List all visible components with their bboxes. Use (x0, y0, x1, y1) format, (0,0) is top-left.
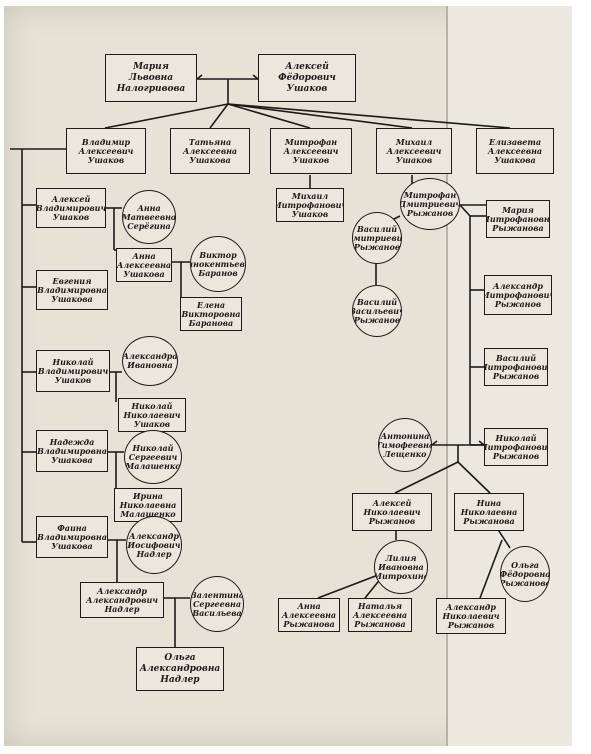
person-box: Татьяна Алексеевна Ушакова (170, 128, 250, 174)
person-circle: Лилия Ивановна Митрохина (374, 540, 428, 594)
paper-crease (446, 6, 448, 746)
person-circle: Митрофан Дмитриевич Рыжанов (400, 178, 460, 230)
person-box: Нина Николаевна Рыжанова (454, 493, 524, 531)
person-box: Митрофан Алексеевич Ушаков (270, 128, 352, 174)
person-box: Елизавета Алексеевна Ушакова (476, 128, 554, 174)
person-circle: Александр Иосифович Надлер (126, 516, 182, 574)
person-box: Алексей Фёдорович Ушаков (258, 54, 356, 102)
person-circle: Ольга Фёдоровна Рыжанова (500, 546, 550, 602)
person-box: Мария Львовна Налогривова (105, 54, 197, 102)
person-box: Николай Митрофанович Рыжанов (484, 428, 548, 466)
person-box: Николай Николаевич Ушаков (118, 398, 186, 432)
person-circle: Антонина Тимофеевна Лещенко (378, 418, 432, 472)
person-box: Елена Викторовна Баранова (180, 297, 242, 331)
person-box: Мария Митрофановна Рыжанова (486, 200, 550, 238)
person-box: Надежда Владимировна Ушакова (36, 430, 108, 472)
person-box: Алексей Владимирович Ушаков (36, 188, 106, 228)
person-circle: Александра Ивановна (122, 336, 178, 386)
person-box: Николай Владимирович Ушаков (36, 350, 110, 392)
person-circle: Николай Сергеевич Малашенко (124, 430, 182, 484)
person-circle: Валентина Сергеевна Васильева (190, 576, 244, 632)
person-box: Фаина Владимировна Ушакова (36, 516, 108, 558)
person-box: Наталья Алексеевна Рыжанова (348, 598, 412, 632)
person-box: Александр Митрофанович Рыжанов (484, 275, 552, 315)
person-box: Василий Митрофанович Рыжанов (484, 348, 548, 386)
person-circle: Анна Матвеевна Серёгина (122, 190, 176, 244)
person-box: Ольга Александровна Надлер (136, 647, 224, 691)
person-box: Владимир Алексеевич Ушаков (66, 128, 146, 174)
person-box: Александр Александрович Надлер (80, 582, 164, 618)
person-box: Михаил Алексеевич Ушаков (376, 128, 452, 174)
person-box: Алексей Николаевич Рыжанов (352, 493, 432, 531)
person-box: Евгения Владимировна Ушакова (36, 270, 108, 310)
person-box: Анна Алексеевна Ушакова (116, 248, 172, 282)
person-box: Александр Николаевич Рыжанов (436, 598, 506, 634)
person-circle: Василий Дмитриевич Рыжанов (352, 212, 402, 264)
person-box: Михаил Митрофанович Ушаков (276, 188, 344, 222)
person-box: Анна Алексеевна Рыжанова (278, 598, 340, 632)
person-circle: Виктор Иннокентьевич Баранов (190, 236, 246, 292)
person-circle: Василий Васильевич Рыжанов (352, 285, 402, 337)
